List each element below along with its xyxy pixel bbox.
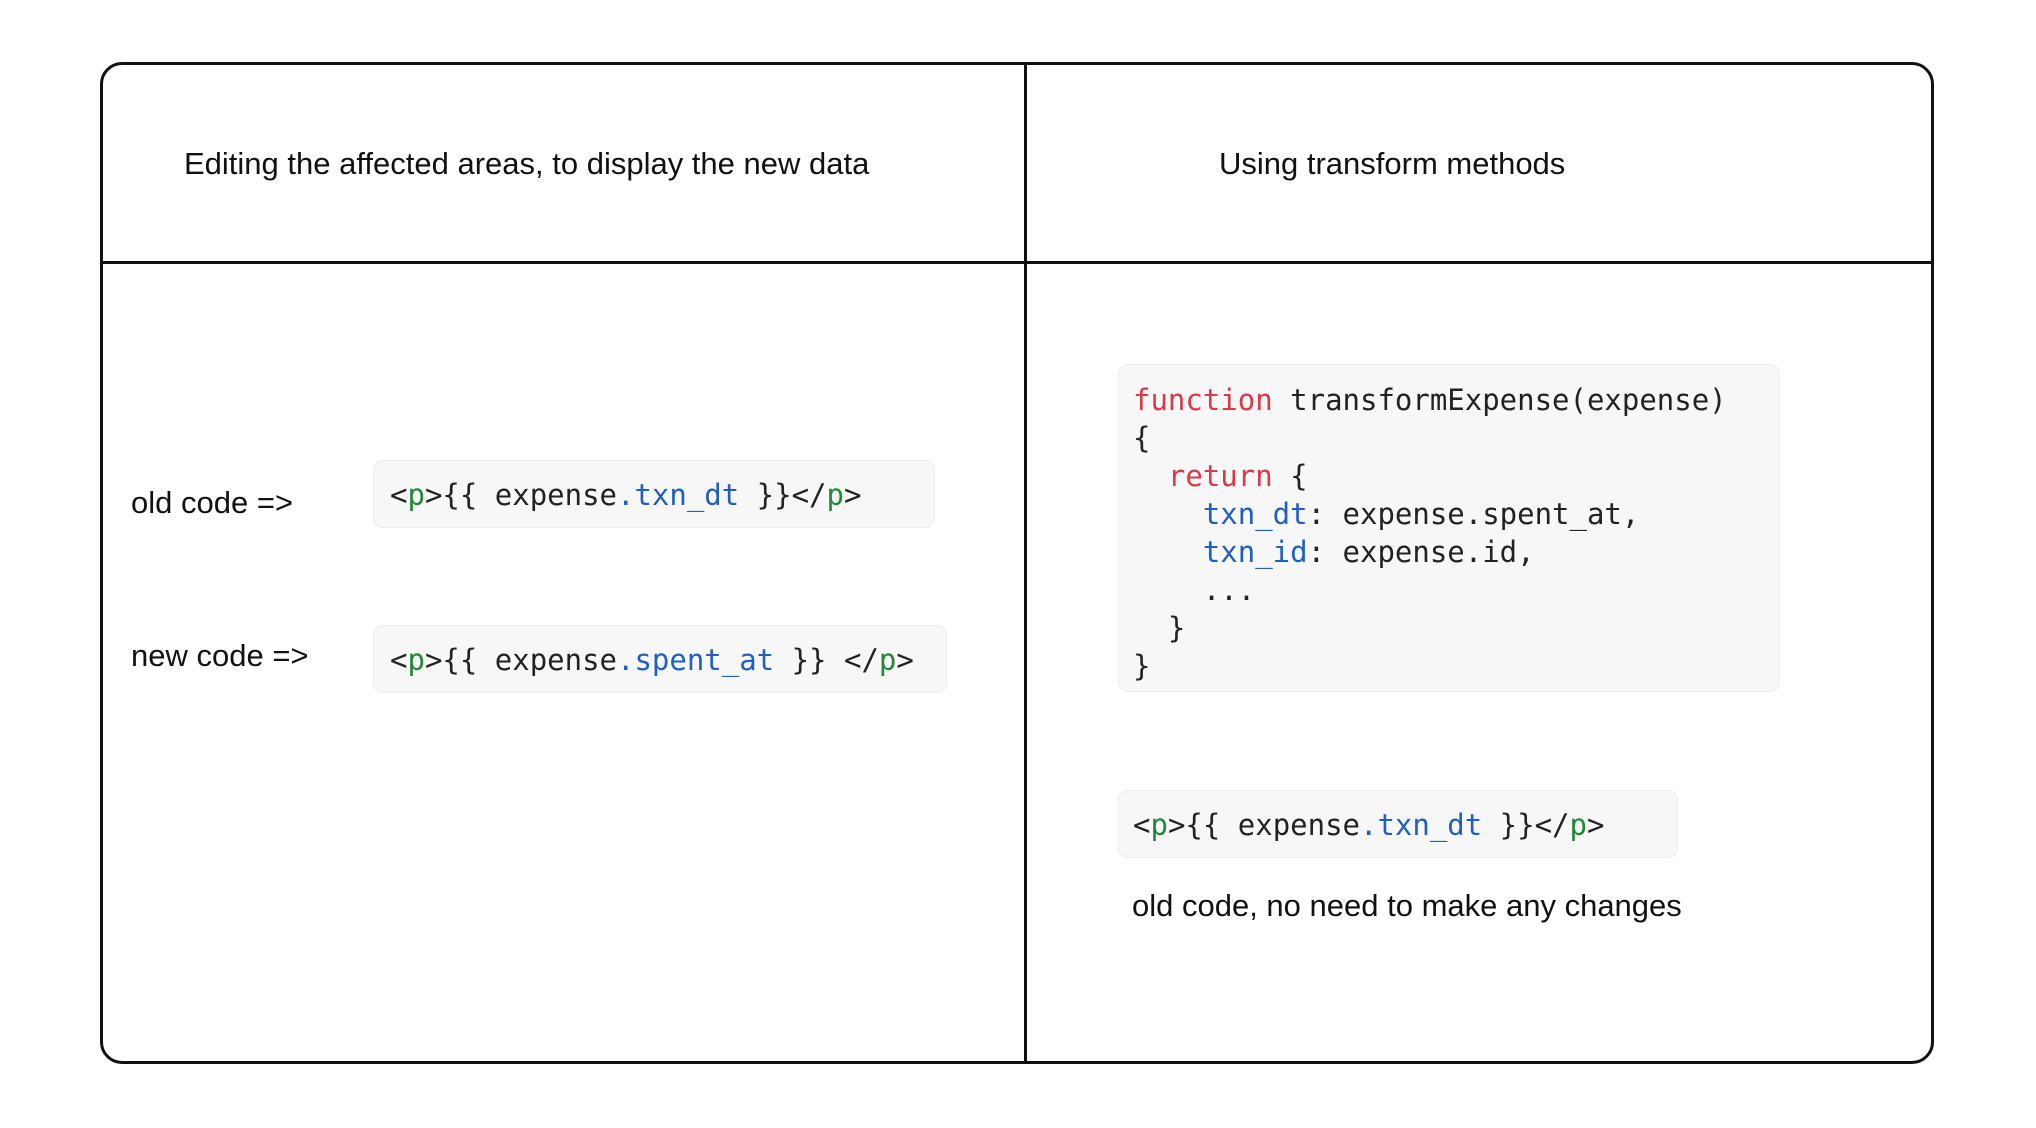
code-token: > [1587,808,1605,842]
code-token: }} </ [774,643,879,677]
code-line: { [1133,419,1765,457]
code-token-keyword: return [1167,459,1273,493]
code-token: < [390,643,408,677]
code-token: } [1133,649,1151,683]
right-column-heading: Using transform methods [1219,146,1566,181]
code-token: }}</ [1482,808,1570,842]
code-line: return { [1133,457,1765,495]
code-line: } [1133,609,1765,647]
code-token-tag: p [826,478,844,512]
no-change-note: old code, no need to make any changes [1132,888,1682,923]
code-indent [1133,535,1203,569]
code-token: > [844,478,862,512]
code-token-tag: p [1569,808,1587,842]
code-token: : expense.spent_at, [1307,497,1640,531]
template-code-snippet: <p>{{ expense.txn_dt }}</p> [1118,790,1678,858]
code-line: txn_id: expense.id, [1133,533,1765,571]
old-code-label: old code => [131,485,294,520]
code-token-tag: p [407,478,425,512]
code-token-property: .txn_dt [1360,808,1483,842]
new-code-label: new code => [131,638,309,673]
code-token: < [390,478,408,512]
code-token: >{{ expense [1167,808,1360,842]
new-code-snippet: <p>{{ expense.spent_at }} </p> [373,625,947,693]
left-column-heading: Editing the affected areas, to display t… [184,146,870,181]
code-indent [1133,497,1203,531]
code-token-property: .txn_dt [617,478,740,512]
code-token-tag: p [407,643,425,677]
transform-function-snippet: function transformExpense(expense){ retu… [1118,364,1780,692]
code-token: >{{ expense [424,478,617,512]
code-token: >{{ expense [424,643,617,677]
code-line: function transformExpense(expense) [1133,381,1765,419]
column-divider [1024,62,1027,1064]
code-token-property: txn_id [1202,535,1308,569]
code-token: { [1133,421,1151,455]
comparison-frame [100,62,1934,1064]
code-token: ... [1133,573,1256,607]
code-line: txn_dt: expense.spent_at, [1133,495,1765,533]
code-indent [1133,459,1168,493]
code-line: ... [1133,571,1765,609]
code-token-tag: p [878,643,897,677]
code-token: { [1272,459,1308,493]
code-token: < [1133,808,1151,842]
code-token-tag: p [1150,808,1168,842]
code-token: : expense.id, [1307,535,1535,569]
old-code-snippet: <p>{{ expense.txn_dt }}</p> [373,460,935,528]
code-token: }}</ [739,478,827,512]
header-divider [100,261,1934,264]
code-line: } [1133,647,1765,685]
code-token: transformExpense(expense) [1272,383,1727,417]
code-token-property: .spent_at [617,643,775,677]
code-token-property: txn_dt [1202,497,1308,531]
code-token-keyword: function [1133,383,1273,417]
code-token: > [896,643,914,677]
code-token: } [1133,611,1186,645]
